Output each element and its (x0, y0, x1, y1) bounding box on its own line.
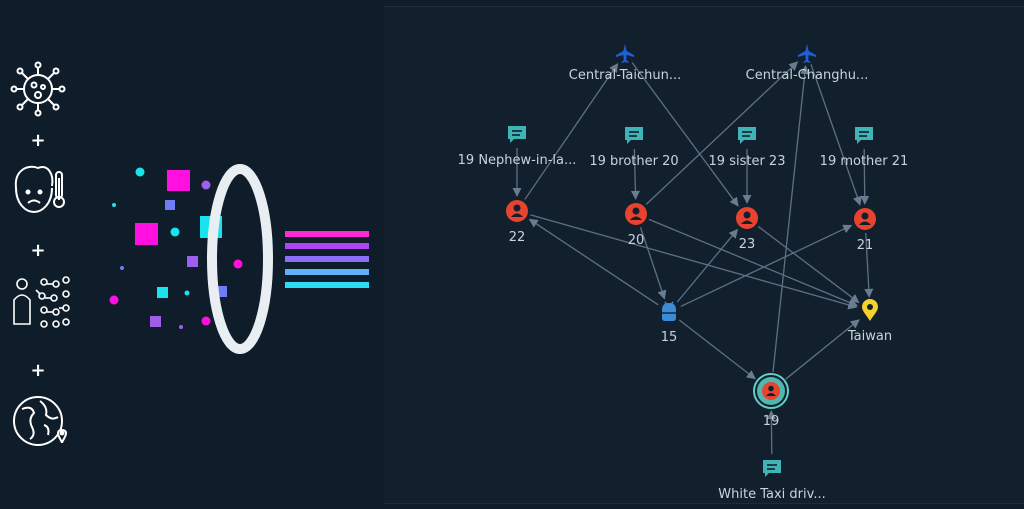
graph-node-msg-brother[interactable]: 19 brother 20 (589, 127, 679, 169)
edge-msg-taxi-to-p19 (766, 410, 776, 455)
graph-node-msg-mother[interactable]: 19 mother 21 (820, 127, 909, 169)
plus-sign-1: + (30, 130, 45, 151)
edge-p22-to-central-taichung (524, 62, 619, 200)
graph-node-c15[interactable]: 15 (661, 301, 678, 345)
edge-p21-to-taiwan (864, 232, 874, 298)
graph-node-central-changhua[interactable]: Central-Changhu... (746, 44, 869, 83)
edge-msg-brother-to-p20 (630, 148, 640, 200)
edge-p20-to-taiwan (648, 218, 858, 307)
focused-person-icon (753, 373, 789, 409)
node-label-p23: 23 (739, 237, 756, 252)
message-icon (508, 126, 526, 143)
contact-graph-panel: Central-Taichun... Central-Changhu... 19 … (384, 6, 1024, 504)
node-label-msg-taxi: White Taxi driv... (718, 487, 825, 502)
person-icon (625, 203, 647, 225)
node-label-central-changhua: Central-Changhu... (746, 68, 869, 83)
graph-node-p21[interactable]: 21 (854, 208, 876, 253)
left-illustration-panel: + + + (0, 0, 384, 509)
virus-icon (10, 61, 66, 117)
graph-node-msg-sister[interactable]: 19 sister 23 (709, 127, 786, 169)
person-icon (736, 207, 758, 229)
edge-p23-to-taiwan (757, 225, 860, 304)
graph-node-msg-taxi[interactable]: White Taxi driv... (718, 460, 826, 502)
edge-central-taichung-to-p23 (631, 62, 739, 207)
graph-node-msg-nephew[interactable]: 19 Nephew-in-la... (458, 126, 577, 168)
edge-c15-to-p23 (676, 228, 739, 303)
graph-node-p19[interactable]: 19 (753, 373, 789, 429)
transform-ring (207, 164, 273, 354)
node-label-p20: 20 (628, 233, 645, 248)
edge-p22-to-taiwan (530, 214, 858, 310)
message-icon (625, 127, 643, 144)
edge-p20-to-central-changhua (645, 61, 799, 205)
virus-case-icon (662, 301, 676, 321)
edge-p19-to-taiwan (785, 319, 860, 380)
contact-tracing-people-icon (13, 276, 70, 328)
graph-node-p23[interactable]: 23 (736, 207, 758, 252)
plus-sign-3: + (30, 360, 45, 381)
graph-node-taiwan[interactable]: Taiwan (847, 299, 892, 344)
person-icon (506, 200, 528, 222)
edge-p19-to-central-changhua (772, 65, 810, 373)
data-particles (109, 167, 243, 329)
edge-c15-to-p22 (528, 218, 659, 306)
node-label-c15: 15 (661, 330, 678, 345)
node-label-central-taichung: Central-Taichun... (569, 68, 681, 83)
graph-node-central-taichung[interactable]: Central-Taichun... (569, 44, 681, 83)
graph-edges (512, 61, 874, 455)
globe-location-icon (13, 396, 68, 446)
plus-sign-2: + (30, 240, 45, 261)
message-icon (738, 127, 756, 144)
edge-central-changhua-to-p21 (810, 64, 862, 206)
graph-nodes: Central-Taichun... Central-Changhu... 19 … (458, 44, 909, 502)
node-label-p21: 21 (857, 238, 874, 253)
node-label-msg-mother: 19 mother 21 (820, 154, 909, 169)
graph-node-p20[interactable]: 20 (625, 203, 647, 248)
graph-node-p22[interactable]: 22 (506, 200, 528, 245)
contact-graph: Central-Taichun... Central-Changhu... 19 … (458, 44, 909, 502)
edge-p20-to-c15 (639, 227, 667, 300)
node-label-taiwan: Taiwan (847, 329, 892, 344)
node-label-msg-brother: 19 brother 20 (589, 154, 678, 169)
node-label-msg-nephew: 19 Nephew-in-la... (458, 153, 577, 168)
location-pin-icon (862, 299, 878, 321)
message-icon (855, 127, 873, 144)
message-icon (763, 460, 781, 477)
edge-c15-to-p19 (678, 319, 756, 380)
node-label-msg-sister: 19 sister 23 (709, 154, 786, 169)
illustration-canvas: + + + (10, 61, 369, 446)
sick-person-thermometer-icon (14, 165, 65, 214)
structured-output-lines (285, 231, 369, 288)
edge-c15-to-p21 (680, 224, 853, 308)
airplane-icon (798, 44, 816, 63)
airplane-icon (616, 44, 634, 63)
node-label-p22: 22 (509, 230, 526, 245)
edge-msg-mother-to-p21 (860, 148, 870, 205)
node-label-p19: 19 (763, 414, 780, 429)
person-icon (854, 208, 876, 230)
